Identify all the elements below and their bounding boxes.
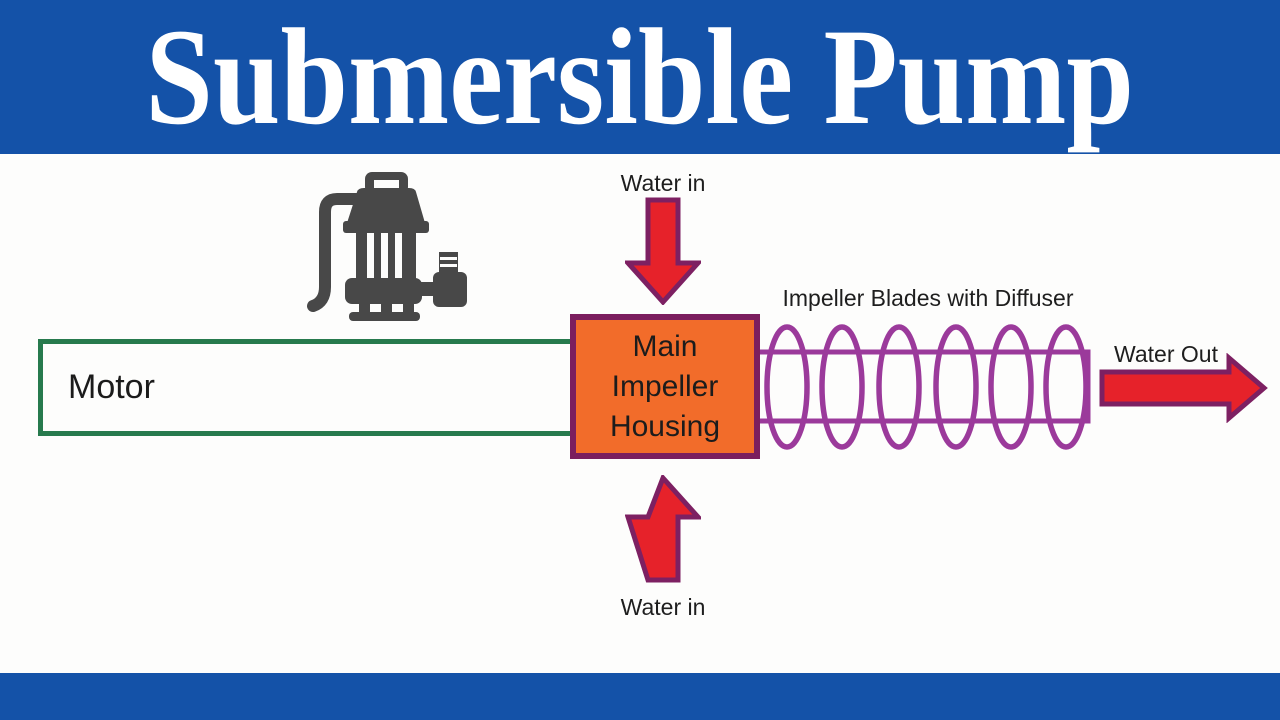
water-in-top-arrow [625,197,701,305]
water-in-top-label: Water in [620,170,706,196]
water-in-bottom-arrow [625,475,701,583]
pump-outlet [439,252,458,273]
pump-cap [347,188,425,223]
water-out-label: Water Out [1114,341,1218,367]
title-banner: Submersible Pump [0,0,1280,154]
impeller-blades [764,324,1089,450]
impeller-blades-label: Impeller Blades with Diffuser [782,285,1074,311]
pump-pipe [307,193,363,312]
impeller-coil [755,324,1091,450]
main-impeller-housing-box: Main Impeller Housing [570,314,760,459]
main-impeller-housing-label: Main Impeller Housing [609,329,721,443]
footer-bar [0,673,1280,720]
motor-label: Motor [68,368,155,406]
water-out-arrow [1099,353,1268,423]
water-in-bottom-label: Water in [620,594,706,620]
submersible-pump-icon [307,172,467,321]
motor-box: Motor [38,339,575,436]
page-title: Submersible Pump [145,0,1135,153]
